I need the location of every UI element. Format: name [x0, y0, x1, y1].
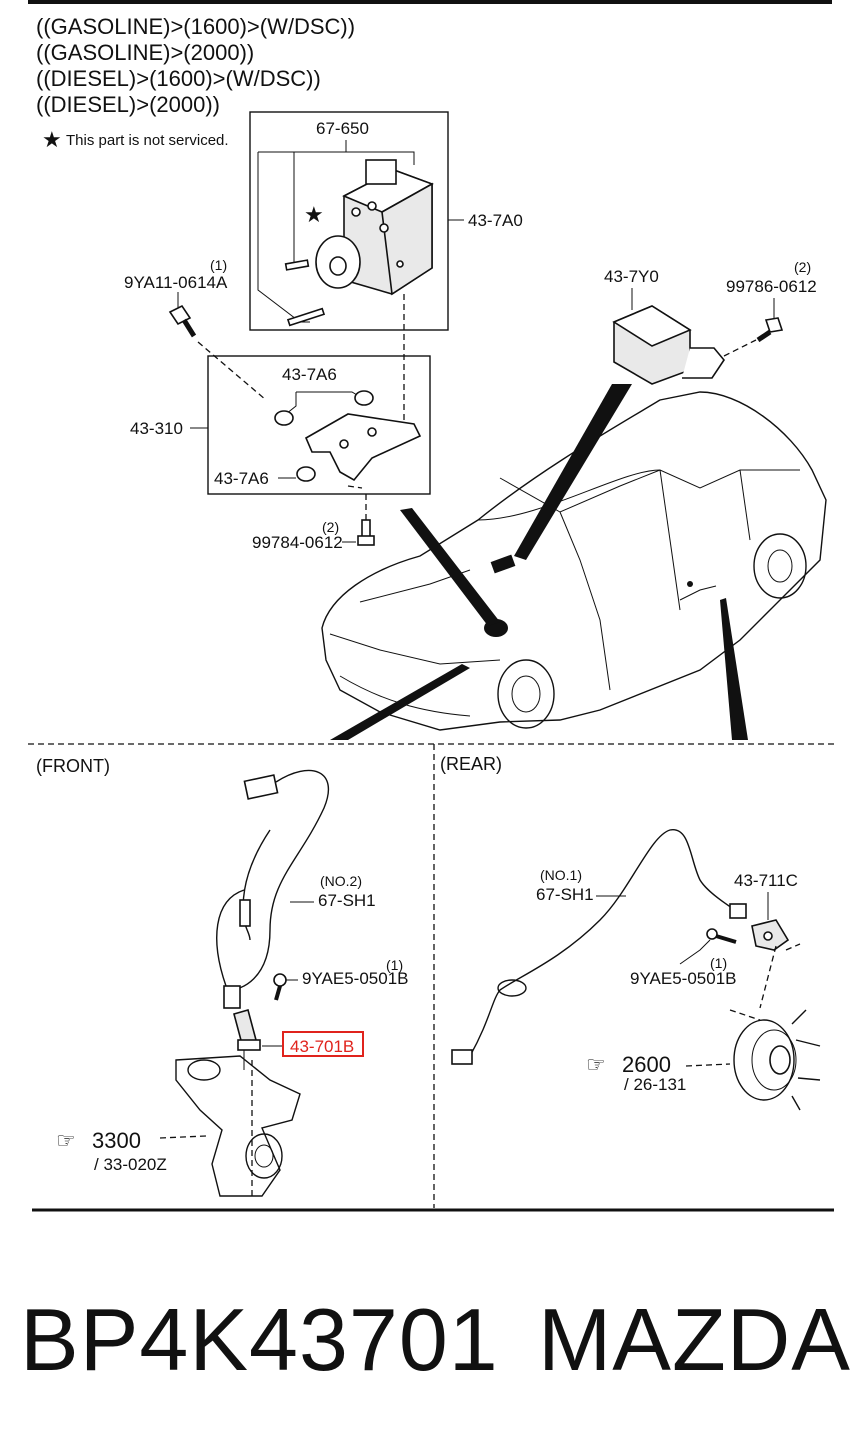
label-front-43-701B: 43-701B: [290, 1037, 354, 1056]
rear-bolt-qty: (1): [710, 955, 727, 971]
label-43-7A6-bottom: 43-7A6: [214, 469, 269, 488]
hydraulic-unit-frame: [249, 111, 449, 331]
label-rear-67-SH1: 67-SH1: [536, 885, 594, 904]
part-number: BP4K43701: [20, 1290, 499, 1389]
label-front-9YAE5-0501B: 9YAE5-0501B: [302, 969, 408, 988]
label-43-7A0: 43-7A0: [468, 211, 523, 230]
applicability-list: ((GASOLINE)>(1600)>(W/DSC)) ((GASOLINE)>…: [36, 14, 355, 117]
highlighted-part-box: [282, 1031, 364, 1057]
bracket-frame: [207, 355, 431, 495]
qty-99784: (2): [322, 519, 339, 535]
rear-hub: [733, 1019, 795, 1101]
legend-note: This part is not serviced.: [66, 132, 229, 149]
hydraulic-unit-group: 67-650 ★ 43-7A0: [249, 111, 523, 331]
label-rear-9YAE5-0501B: 9YAE5-0501B: [630, 969, 736, 988]
rear-hand-pointer-icon: ☞: [586, 1052, 606, 1077]
rear-section: (REAR) (NO.1) 67-SH1 43-711C (1) 9YAE5-0…: [440, 754, 821, 1111]
rear-reference-sub: / 26-131: [624, 1075, 686, 1094]
front-wheel-speed-sensor: [233, 1009, 257, 1045]
label-67-650: 67-650: [316, 119, 369, 138]
dsc-unit-group: 43-7Y0 (2) 99786-0612: [604, 259, 817, 385]
not-serviced-star-icon: ★: [304, 202, 324, 227]
applicability-line-2: ((GASOLINE)>(2000)): [36, 40, 254, 65]
front-reference-number: 3300: [92, 1128, 141, 1153]
front-sensor-harness: [229, 769, 330, 991]
front-harness-no: (NO.2): [320, 873, 362, 889]
front-section-title: (FRONT): [36, 756, 110, 776]
applicability-line-1: ((GASOLINE)>(1600)>(W/DSC)): [36, 14, 355, 39]
bracket-group: 43-7A6 43-310 43-7A6: [130, 294, 431, 495]
label-9YA11-0614A: 9YA11-0614A: [124, 273, 228, 292]
label-43-310: 43-310: [130, 419, 183, 438]
rear-sensor-harness: [469, 829, 733, 1057]
vehicle-outline: [321, 391, 827, 731]
label-front-67-SH1: 67-SH1: [318, 891, 376, 910]
label-43-7A6-top: 43-7A6: [282, 365, 337, 384]
rear-harness-no: (NO.1): [540, 867, 582, 883]
label-99784-0612: 99784-0612: [252, 533, 343, 552]
bracket: [304, 413, 422, 482]
bolt-9YA11: (1) 9YA11-0614A: [124, 257, 267, 401]
label-rear-43-711C: 43-711C: [734, 871, 798, 890]
front-bolt-qty: (1): [386, 957, 403, 973]
steering-knuckle: [175, 1055, 301, 1197]
rear-reference-number: 2600: [622, 1052, 671, 1077]
label-43-7Y0: 43-7Y0: [604, 267, 659, 286]
brand-name: MAZDA: [538, 1290, 851, 1389]
legend: ★ This part is not serviced.: [42, 127, 229, 152]
qty-9YA11: (1): [210, 257, 227, 273]
applicability-line-3: ((DIESEL)>(1600)>(W/DSC)): [36, 66, 321, 91]
footer: BP4K43701 MAZDA: [0, 1290, 864, 1410]
applicability-line-4: ((DIESEL)>(2000)): [36, 92, 220, 117]
callout-wedges: [330, 384, 748, 740]
front-section: (FRONT) (NO.2) 67-SH1 (1) 9YAE5-0501B 43…: [36, 756, 408, 1200]
bolt-99784: (2) 99784-0612: [252, 494, 375, 552]
front-hand-pointer-icon: ☞: [56, 1128, 76, 1153]
star-icon: ★: [42, 127, 62, 152]
label-99786-0612: 99786-0612: [726, 277, 817, 296]
qty-99786: (2): [794, 259, 811, 275]
front-reference-sub: / 33-020Z: [94, 1155, 167, 1174]
hydraulic-unit: [315, 159, 434, 296]
rear-section-title: (REAR): [440, 754, 502, 774]
